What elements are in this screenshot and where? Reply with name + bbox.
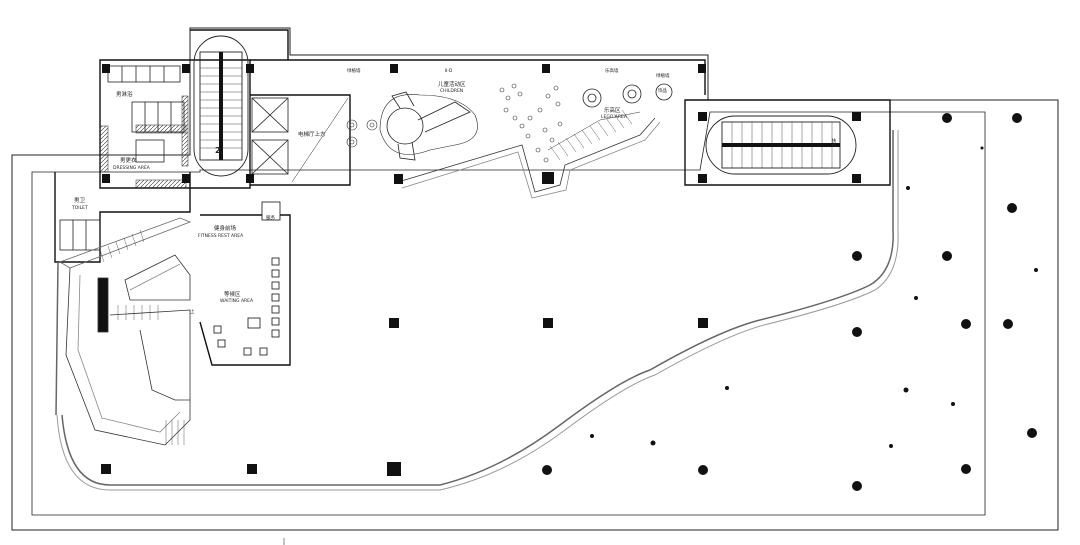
hatched-walls <box>99 95 189 189</box>
structural-columns <box>101 64 861 476</box>
outer-boundary <box>11 27 1059 531</box>
label-elevator-hall: 电梯厅上方 <box>298 132 326 138</box>
label-plant-box: 饰品 <box>658 89 667 94</box>
label-up-mark: 上 <box>190 310 195 315</box>
label-waiting-en: WAITING AREA <box>220 299 254 304</box>
label-reception: 服务 <box>266 216 275 221</box>
label-stair-number: 2 <box>215 146 221 155</box>
waiting-seats <box>213 201 281 356</box>
label-green-wall-1: 绿植墙 <box>347 69 361 74</box>
escalator-right <box>705 115 857 175</box>
label-fitness-cn: 健身前场 <box>214 226 237 232</box>
label-children-en: CHILDREN <box>440 89 464 94</box>
label-lego-en: LEGO AREA <box>601 115 627 120</box>
balcony-guardrail <box>55 130 899 491</box>
children-play-structure <box>379 91 478 161</box>
label-toilet-cn: 男卫 <box>74 198 86 204</box>
label-lego-wall: 乐高墙 <box>605 69 619 74</box>
label-green-wall-2: 绿植墙 <box>656 74 670 79</box>
label-mens-shower: 男淋浴 <box>116 92 133 98</box>
central-stair-treads <box>549 109 633 161</box>
label-lego-cn: 乐高区 <box>604 108 621 114</box>
round-columns <box>542 113 1038 491</box>
central-stair <box>397 111 661 199</box>
elevators <box>251 97 349 183</box>
lego-tables <box>582 83 673 108</box>
label-wall-text-top: Ⅱ-D <box>445 69 453 74</box>
escalator-top <box>193 35 249 177</box>
label-toilet-en: TOILET <box>72 206 88 211</box>
children-toys <box>346 83 563 163</box>
left-stair-treads <box>99 229 185 445</box>
left-stair <box>59 217 192 446</box>
label-children-cn: 儿童活动区 <box>438 82 466 88</box>
label-dressing-en: DRESSING AREA <box>113 166 150 171</box>
label-fitness-en: FITNESS REST AREA <box>198 234 244 239</box>
label-waiting-cn: 等候区 <box>224 292 241 298</box>
label-right-stair: 扶梯 <box>831 138 836 147</box>
label-dressing-cn: 男更衣 <box>120 158 137 164</box>
